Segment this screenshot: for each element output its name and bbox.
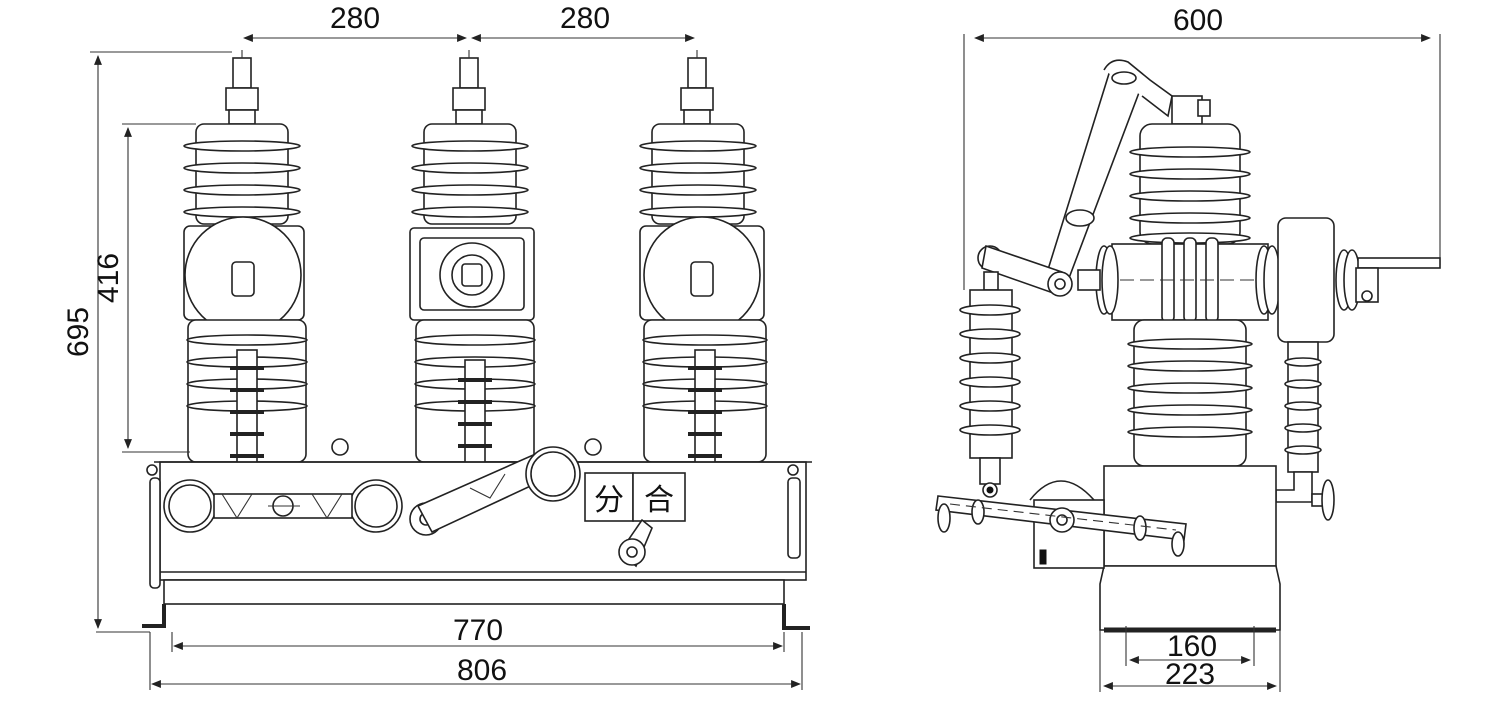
side-current-transformer xyxy=(1275,217,1441,521)
side-operating-lever xyxy=(935,495,1187,557)
dim-side-mount: 160 xyxy=(1125,626,1255,666)
side-view: 600 xyxy=(935,4,1441,692)
front-linkage-shaft xyxy=(163,479,403,533)
side-post-insulator xyxy=(959,271,1021,498)
dim-side-width: 600 xyxy=(963,4,1441,290)
side-isolating-arm xyxy=(977,59,1173,297)
side-base-box xyxy=(1029,465,1281,633)
dim-mount-span: 770 xyxy=(149,614,803,690)
open-label: 分 xyxy=(594,483,624,518)
dim-insulator-height: 416 xyxy=(92,123,196,453)
dim-side-base: 223 xyxy=(1099,630,1281,692)
dim-side-width-label: 600 xyxy=(1173,4,1223,37)
pole-right xyxy=(639,50,768,503)
dim-overall-width-label: 806 xyxy=(457,654,507,687)
dim-side-mount-label: 160 xyxy=(1167,630,1217,663)
dim-overall-width: 806 xyxy=(151,654,801,688)
dim-pitch-right-label: 280 xyxy=(560,2,610,35)
dim-total-height-label: 695 xyxy=(62,307,95,357)
dim-pitch-left: 280 xyxy=(243,2,467,42)
dim-insulator-height-label: 416 xyxy=(92,253,125,303)
front-view: 分 合 280 280 695 416 xyxy=(62,2,812,690)
lifting-eye-right xyxy=(584,438,602,456)
pole-left xyxy=(183,50,308,496)
dim-pitch-left-label: 280 xyxy=(330,2,380,35)
side-terminal-flanges xyxy=(1077,245,1281,315)
dim-total-height: 695 xyxy=(62,51,232,633)
pole-middle xyxy=(409,50,536,476)
dim-pitch-right: 280 xyxy=(471,2,695,42)
close-label: 合 xyxy=(644,483,674,518)
dim-mount-span-label: 770 xyxy=(453,614,503,647)
open-close-indicator: 分 合 xyxy=(584,472,686,568)
front-operating-lever xyxy=(409,446,581,536)
dim-side-base-label: 223 xyxy=(1165,658,1215,691)
lifting-eye-left xyxy=(331,438,349,456)
